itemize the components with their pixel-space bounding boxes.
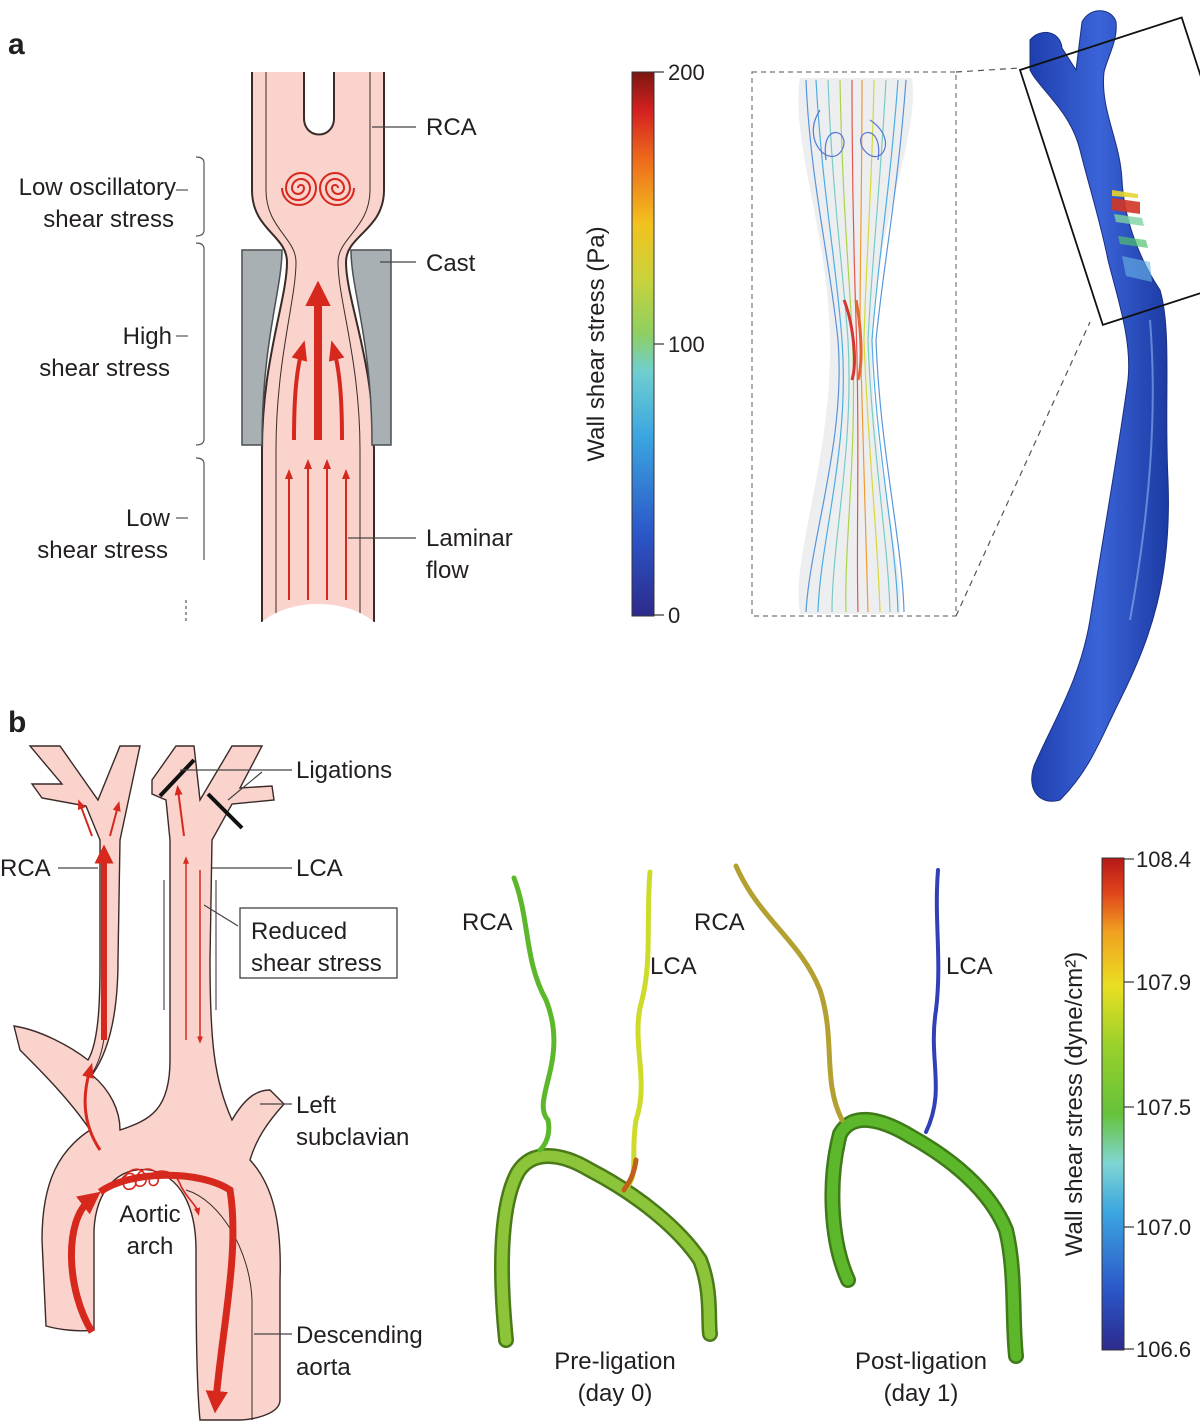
- streamlines: [805, 79, 907, 613]
- colorbar-b-tick-2: 107.5: [1136, 1095, 1191, 1120]
- colorbar-b-tick-4: 106.6: [1136, 1337, 1191, 1362]
- post-rca-label: RCA: [694, 909, 745, 936]
- ligations-label: Ligations: [296, 757, 392, 784]
- desc-line2: aorta: [296, 1354, 351, 1381]
- aortic-line1: Aortic: [119, 1201, 180, 1228]
- post-lca-label: LCA: [946, 953, 993, 980]
- colorbar-a-title: Wall shear stress (Pa): [583, 226, 610, 461]
- colorbar-b-title: Wall shear stress (dyne/cm²): [1061, 952, 1088, 1257]
- colorbar-a-tick-200: 200: [668, 60, 705, 85]
- region-brackets: [176, 156, 205, 622]
- desc-line1: Descending: [296, 1322, 423, 1349]
- colorbar-b-tick-3: 107.0: [1136, 1215, 1191, 1240]
- reduced-shear-box: [239, 907, 398, 979]
- vessel-3d-model: [1018, 10, 1200, 802]
- panel-b-label: b: [8, 706, 26, 739]
- reduced-line2: shear stress: [251, 950, 382, 977]
- pre-ligation-model: [494, 869, 718, 1348]
- low-line1: Low: [126, 505, 171, 532]
- low-osc-line1: Low oscillatory: [19, 174, 176, 201]
- low-line2: shear stress: [37, 537, 168, 564]
- left-sub-line1: Left: [296, 1092, 336, 1119]
- cast-label: Cast: [426, 250, 476, 277]
- laminar-line2: flow: [426, 557, 469, 584]
- post-caption2: (day 1): [884, 1380, 959, 1407]
- colorbar-a: [631, 71, 664, 617]
- cast-block: [241, 249, 392, 446]
- reduced-line1: Reduced: [251, 918, 347, 945]
- colorbar-b: [1101, 857, 1134, 1351]
- colorbar-a-tick-0: 0: [668, 603, 680, 628]
- streamline-inset: [751, 71, 957, 617]
- panel-b-leaders: [58, 769, 292, 1335]
- pre-lca-label: LCA: [650, 953, 697, 980]
- pre-caption1: Pre-ligation: [554, 1348, 675, 1375]
- artery-tree: [13, 745, 285, 1421]
- lca-label-b: LCA: [296, 855, 343, 882]
- panel-b-flow-arrows: [68, 785, 237, 1414]
- laminar-flow-arrows: [285, 459, 350, 600]
- ligation-marks: [158, 758, 244, 830]
- colorbar-b-tick-0: 108.4: [1136, 847, 1191, 872]
- laminar-line1: Laminar: [426, 525, 513, 552]
- pre-rca-label: RCA: [462, 909, 513, 936]
- high-line1: High: [123, 323, 172, 350]
- left-sub-line2: subclavian: [296, 1124, 409, 1151]
- aortic-line2: arch: [127, 1233, 174, 1260]
- zoom-box: [1018, 16, 1200, 327]
- high-line2: shear stress: [39, 355, 170, 382]
- post-ligation-model: [733, 863, 1024, 1364]
- low-osc-line2: shear stress: [43, 206, 174, 233]
- rca-label-b: RCA: [0, 855, 51, 882]
- post-caption1: Post-ligation: [855, 1348, 987, 1375]
- pre-caption2: (day 0): [578, 1380, 653, 1407]
- rca-label-a: RCA: [426, 114, 477, 141]
- panel-a-leaders: [348, 126, 416, 539]
- high-flow-arrows: [291, 280, 345, 441]
- colorbar-a-tick-100: 100: [668, 332, 705, 357]
- oscillatory-spirals: [281, 172, 355, 206]
- zoom-connectors: [955, 67, 1091, 617]
- panel-a-label: a: [8, 28, 25, 61]
- colorbar-b-tick-1: 107.9: [1136, 970, 1191, 995]
